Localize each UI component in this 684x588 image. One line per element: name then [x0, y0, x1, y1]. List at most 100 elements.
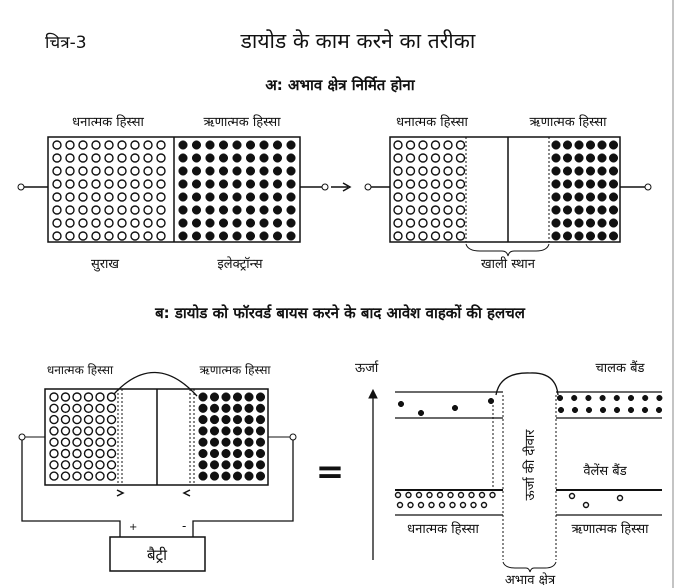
hole-dot — [104, 179, 114, 189]
electron-dot — [259, 153, 269, 163]
electron-dot — [218, 205, 229, 215]
electron-dot — [272, 192, 283, 202]
hole-dot — [60, 414, 71, 425]
hole-dot — [104, 153, 114, 163]
hole-dot — [91, 153, 101, 163]
hole-dot — [106, 414, 117, 425]
electron-dot — [232, 437, 243, 447]
hole-dot — [72, 414, 82, 425]
electron-dot — [286, 153, 296, 163]
electron-dot — [205, 153, 215, 163]
semiconductor-block — [389, 136, 621, 243]
depletion-region-label: अभाव क्षेत्र — [505, 572, 556, 588]
electron-dot — [191, 140, 202, 150]
electron-dot — [232, 140, 242, 150]
terminal-left — [17, 183, 25, 191]
electron-dot — [551, 140, 561, 150]
hole-dot — [130, 231, 140, 241]
electron-dot — [487, 397, 495, 405]
hole-dot — [130, 179, 140, 189]
electron-dot — [562, 231, 573, 241]
electron-dot — [232, 179, 242, 189]
hole-dot — [52, 140, 62, 150]
hole-dot — [117, 166, 127, 176]
electron-dot — [178, 218, 188, 228]
electron-dot — [397, 400, 405, 408]
hole-dot — [430, 153, 441, 163]
hole-dot — [143, 192, 153, 202]
electron-dot — [245, 140, 256, 150]
electron-dot — [562, 153, 573, 163]
electron-dot — [205, 140, 215, 150]
battery — [109, 536, 206, 572]
electron-dot — [585, 166, 596, 176]
hole-dot — [104, 140, 114, 150]
forward-bias-circuit: धनात्मक हिस्सा ऋणात्मक हिस्सा + - बैट्री — [18, 363, 297, 572]
hole-dot — [405, 140, 416, 150]
brace — [465, 243, 550, 257]
hole-dot — [156, 179, 166, 189]
hole-dot — [405, 166, 416, 176]
electron-dot — [209, 426, 220, 436]
electron-dot — [286, 166, 296, 176]
electron-dot — [244, 426, 254, 436]
electron-dot — [272, 140, 283, 150]
hole-dot — [83, 437, 94, 447]
hole-dot — [65, 192, 75, 202]
hole-dot — [78, 166, 88, 176]
electron-dot — [255, 471, 266, 481]
hole-dot — [156, 205, 166, 215]
electron-dot — [551, 179, 561, 189]
energy-barrier — [495, 372, 559, 396]
electron-dot — [232, 448, 243, 459]
hole-dot — [443, 166, 453, 176]
electron-dot — [451, 404, 459, 412]
electron-dot — [221, 437, 231, 447]
electron-dot — [178, 231, 188, 241]
hole-dot — [418, 218, 428, 228]
electron-dot — [585, 192, 596, 202]
hole-dot — [104, 192, 114, 202]
hole-dot — [72, 392, 82, 402]
hole-dot — [95, 460, 105, 470]
electron-dot — [597, 140, 607, 150]
section-a-heading: अ: अभाव क्षेत्र निर्मित होना — [265, 76, 415, 94]
hole-dot — [49, 426, 59, 436]
electron-dot — [286, 205, 296, 215]
electron-dot — [209, 415, 220, 425]
hole-dot — [117, 231, 127, 241]
hole-dot — [72, 460, 82, 470]
hole-dot — [106, 460, 117, 470]
electron-dot — [574, 231, 584, 241]
electron-dot — [574, 192, 584, 202]
electron-dot — [608, 140, 619, 150]
hole-dot — [438, 501, 446, 509]
electron-dot — [551, 218, 561, 228]
hole-dot — [49, 460, 59, 470]
hole-dot — [106, 448, 117, 459]
hole-dot — [430, 166, 441, 176]
hole-dot — [117, 192, 127, 202]
hole-dot — [49, 403, 59, 413]
hole-dot — [156, 153, 166, 163]
hole-dot — [91, 192, 101, 202]
n-region-label: ऋणात्मक हिस्सा — [199, 363, 271, 377]
electron-dot — [191, 218, 202, 228]
electron-dot — [232, 415, 243, 425]
electron-dot — [627, 406, 635, 414]
electron-dot — [244, 415, 254, 425]
hole-dot — [65, 166, 75, 176]
hole-dot — [393, 205, 403, 215]
hole-dot — [91, 140, 101, 150]
hole-dot — [83, 403, 94, 413]
hole-dot — [52, 192, 62, 202]
electron-dot — [585, 394, 592, 402]
electron-dot — [205, 166, 215, 176]
electron-dot — [574, 153, 584, 163]
electron-dot — [574, 140, 584, 150]
hole-dot — [415, 491, 423, 499]
hole-dot — [106, 437, 117, 447]
electron-dot — [198, 392, 208, 402]
electron-dot — [551, 166, 561, 176]
electron-dot — [244, 448, 254, 459]
